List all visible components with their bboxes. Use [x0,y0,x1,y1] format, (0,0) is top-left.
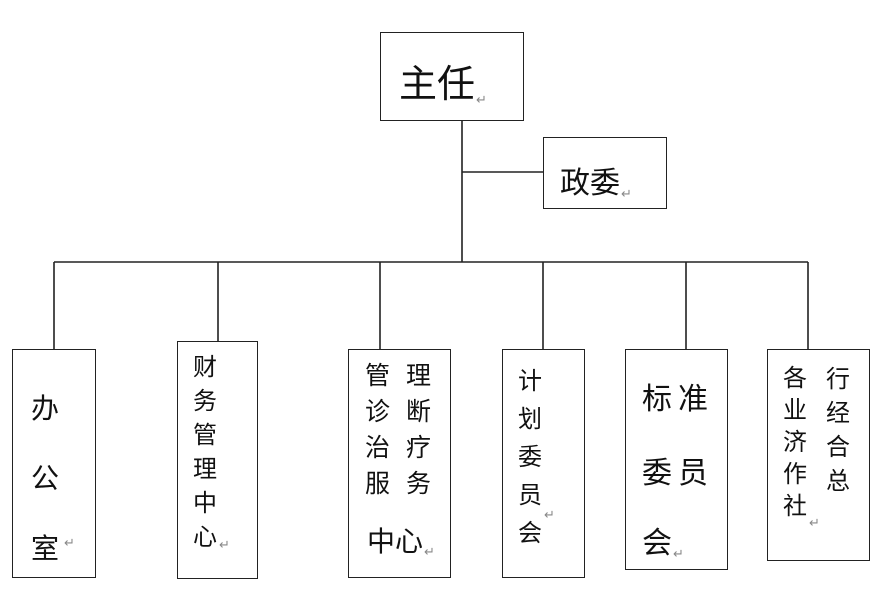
paragraph-mark-icon: ↵ [424,545,435,560]
vertical-char: 经 [826,399,850,427]
vertical-char: 各 [783,364,807,392]
office-label: 办公室 [31,374,59,584]
vertical-char: 断 [406,397,432,426]
finance-box: 财务管理中心 ↵ [177,341,258,579]
vertical-char: 理 [193,455,217,483]
commissar-label: 政委 [560,166,620,201]
vertical-char: 服 [365,469,391,498]
paragraph-mark-icon: ↵ [476,93,487,108]
vertical-char: 计 [518,367,542,395]
vertical-char: 委 [518,443,542,471]
vertical-char: 会 [518,519,542,547]
finance-label: 财务管理中心 [193,350,217,554]
vertical-char: 管 [193,421,217,449]
vertical-char: 务 [193,387,217,415]
office-box: 办公室 ↵ [12,349,96,578]
vertical-char: 合 [826,433,850,461]
director-box: 主任↵ [380,32,524,121]
coop-right-label: 行经合总 [826,362,850,498]
vertical-char: 作 [783,460,807,488]
standards-label-row2: 委员 [642,456,714,491]
planning-label: 计划委员会 [518,362,542,552]
commissar-box: 政委↵ [543,137,667,209]
vertical-char: 室 [31,532,60,565]
paragraph-mark-icon: ↵ [219,538,230,553]
standards-label-row3: 会 [642,526,672,561]
vertical-char: 理 [406,361,432,390]
paragraph-mark-icon: ↵ [621,187,632,202]
paragraph-mark-icon: ↵ [673,547,684,562]
vertical-char: 济 [783,428,807,456]
coop-box: 各业济作社 行经合总 ↵ [767,349,870,561]
planning-box: 计划委员会 ↵ [502,349,585,578]
paragraph-mark-icon: ↵ [809,516,820,531]
clinic-box: 管诊治服 理断疗务 中心↵ [348,349,451,578]
vertical-char: 诊 [365,397,391,426]
vertical-char: 务 [406,469,432,498]
clinic-right-label: 理断疗务 [406,358,431,502]
director-label: 主任 [399,62,476,106]
vertical-char: 管 [365,361,391,390]
standards-label-row1: 标准 [642,382,714,417]
vertical-char: 办 [31,392,60,425]
vertical-char: 社 [783,492,807,520]
vertical-char: 心 [193,523,217,551]
vertical-char: 员 [518,481,542,509]
paragraph-mark-icon: ↵ [544,508,555,523]
vertical-char: 业 [783,396,807,424]
vertical-char: 划 [518,405,542,433]
vertical-char: 中 [193,489,217,517]
vertical-char: 总 [826,467,850,495]
standards-box: 标准 委员 会↵ [625,349,728,570]
vertical-char: 疗 [406,433,432,462]
clinic-bottom-label: 中心 [367,525,424,558]
coop-left-label: 各业济作社 [783,362,807,522]
vertical-char: 治 [365,433,391,462]
vertical-char: 财 [193,353,217,381]
paragraph-mark-icon: ↵ [64,536,75,551]
clinic-left-label: 管诊治服 [365,358,390,502]
vertical-char: 公 [31,462,60,495]
vertical-char: 行 [826,365,850,393]
